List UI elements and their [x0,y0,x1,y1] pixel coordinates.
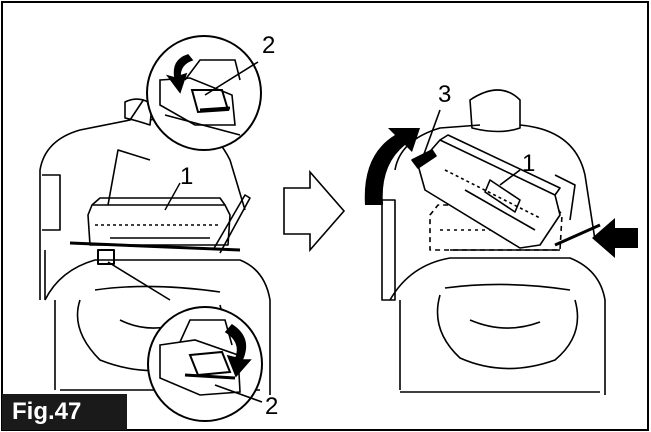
rotate-arrow-icon [364,128,420,205]
latch-marker [97,249,115,265]
transition-arrow-icon [283,169,346,253]
callout-left-box: 1 [180,163,194,190]
top-detail-circle [146,35,262,151]
callout-right-box: 1 [522,150,536,177]
callout-bottom-latch: 2 [265,393,279,420]
rotate-down-arrow-icon [224,323,252,378]
rotate-arrow-icon [165,54,194,94]
right-mower [364,89,638,395]
previous-box-position [429,204,563,251]
callout-lever: 3 [438,81,452,108]
callout-top-latch: 2 [262,32,276,59]
push-arrow-icon [592,218,638,258]
bottom-detail-circle [147,306,263,422]
callout-leader-left-box [164,182,181,211]
figure-label: Fig.47 [2,394,127,430]
